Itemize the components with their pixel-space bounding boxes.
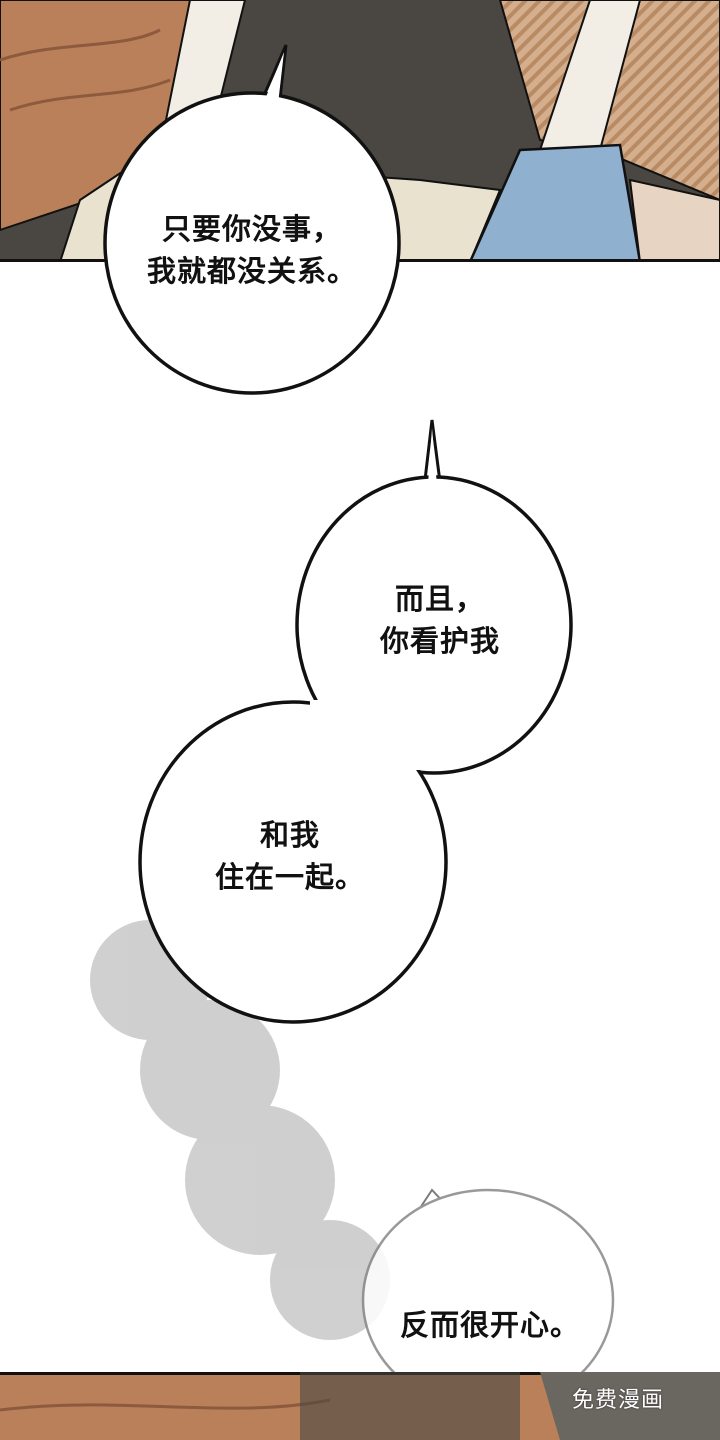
speech-bubble-3-line-1: 和我 bbox=[259, 818, 320, 852]
speech-bubble-3-line-2: 住在一起。 bbox=[214, 860, 365, 894]
speech-bubble-2-text: 而且， 你看护我 bbox=[355, 578, 525, 662]
speech-bubble-3-text: 和我 住在一起。 bbox=[190, 814, 390, 898]
screentone-texture bbox=[90, 920, 390, 1340]
speech-bubble-1-text: 只要你没事， 我就都没关系。 bbox=[132, 208, 372, 292]
speech-bubble-1 bbox=[103, 44, 401, 395]
speech-bubble-2-line-2: 你看护我 bbox=[379, 624, 500, 658]
speech-bubble-4-line-1: 反而很开心。 bbox=[399, 1308, 580, 1342]
speech-bubble-2-line-1: 而且， bbox=[394, 582, 485, 616]
speech-bubble-4-text: 反而很开心。 bbox=[380, 1304, 600, 1346]
speech-bubble-1-line-1: 只要你没事， bbox=[161, 212, 342, 246]
speech-bubble-1-line-2: 我就都没关系。 bbox=[146, 254, 357, 288]
watermark-label: 免费漫画 bbox=[572, 1388, 665, 1413]
bottom-panel-illustration bbox=[0, 1372, 720, 1440]
speech-bubble-2-and-3 bbox=[138, 419, 573, 1024]
